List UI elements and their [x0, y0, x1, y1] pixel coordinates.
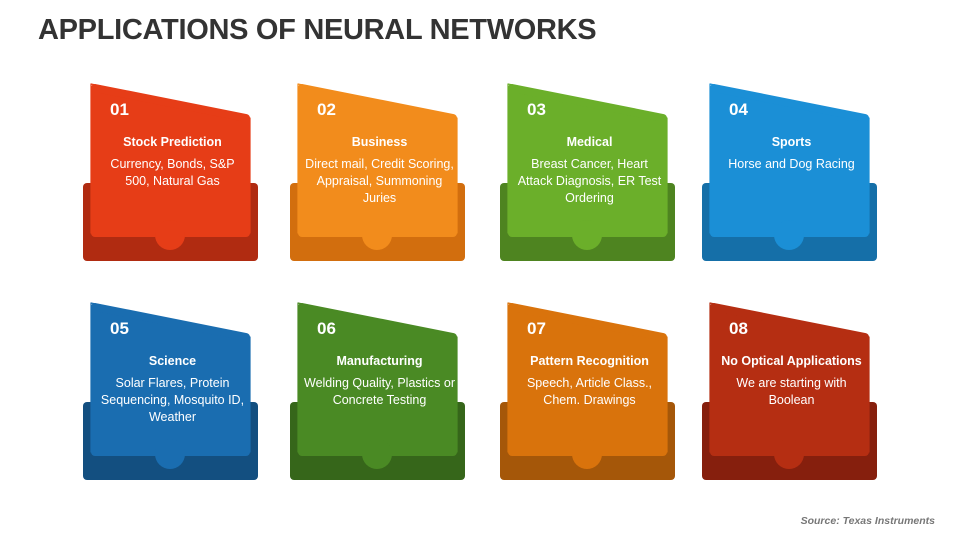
- application-card: 06 Manufacturing Welding Quality, Plasti…: [290, 302, 466, 487]
- card-body: We are starting with Boolean: [736, 376, 847, 407]
- card-tab: [572, 439, 602, 469]
- card-number: 05: [110, 319, 129, 338]
- card-title: Stock Prediction: [123, 135, 222, 149]
- card-title: Science: [148, 354, 197, 368]
- card-body: Solar Flares, Protein Sequencing, Mosqui…: [100, 376, 245, 424]
- card-tab: [155, 220, 185, 250]
- card-number: 06: [317, 319, 336, 338]
- application-card: 02 Business Direct mail, Credit Scoring,…: [290, 83, 466, 268]
- card-shape: [290, 83, 465, 261]
- application-card: 05 Science Solar Flares, Protein Sequenc…: [83, 302, 259, 487]
- card-number: 03: [527, 100, 546, 119]
- card-body: Speech, Article Class., Chem. Drawings: [526, 376, 653, 407]
- card-shape: [702, 83, 877, 261]
- card-number: 07: [527, 319, 546, 338]
- card-body: Welding Quality, Plastics or Concrete Te…: [304, 376, 455, 407]
- application-card: 04 Sports Horse and Dog Racing: [702, 83, 878, 268]
- card-front: [710, 84, 869, 237]
- card-body: Direct mail, Credit Scoring, Appraisal, …: [305, 157, 454, 205]
- card-title: Sports: [771, 135, 812, 149]
- application-card: 01 Stock Prediction Currency, Bonds, S&P…: [83, 83, 259, 268]
- application-card: 07 Pattern Recognition Speech, Article C…: [500, 302, 676, 487]
- card-front: [508, 84, 667, 237]
- card-tab: [362, 439, 392, 469]
- card-body: Currency, Bonds, S&P 500, Natural Gas: [110, 157, 235, 188]
- card-front: [91, 303, 250, 456]
- card-front: [91, 84, 250, 237]
- card-title: Medical: [566, 135, 613, 149]
- card-front: [710, 303, 869, 456]
- card-title: No Optical Applications: [721, 354, 862, 368]
- card-number: 08: [729, 319, 748, 338]
- card-title: Pattern Recognition: [530, 354, 649, 368]
- card-body: Breast Cancer, Heart Attack Diagnosis, E…: [517, 157, 662, 205]
- card-body: Horse and Dog Racing: [728, 157, 855, 171]
- page-title: APPLICATIONS OF NEURAL NETWORKS: [38, 14, 597, 46]
- card-tab: [362, 220, 392, 250]
- card-shape: [83, 83, 258, 261]
- card-shape: [290, 302, 465, 480]
- card-number: 02: [317, 100, 336, 119]
- card-tab: [774, 220, 804, 250]
- card-tab: [572, 220, 602, 250]
- card-shape: [702, 302, 877, 480]
- card-shape: [500, 302, 675, 480]
- card-tab: [155, 439, 185, 469]
- card-shape: [500, 83, 675, 261]
- card-front: [508, 303, 667, 456]
- source-note: Source: Texas Instruments: [800, 515, 935, 527]
- application-card: 08 No Optical Applications We are starti…: [702, 302, 878, 487]
- card-shape: [83, 302, 258, 480]
- card-front: [298, 84, 457, 237]
- application-card: 03 Medical Breast Cancer, Heart Attack D…: [500, 83, 676, 268]
- card-number: 01: [110, 100, 129, 119]
- card-title: Business: [351, 135, 408, 149]
- card-front: [298, 303, 457, 456]
- card-title: Manufacturing: [336, 354, 423, 368]
- card-tab: [774, 439, 804, 469]
- card-number: 04: [729, 100, 748, 119]
